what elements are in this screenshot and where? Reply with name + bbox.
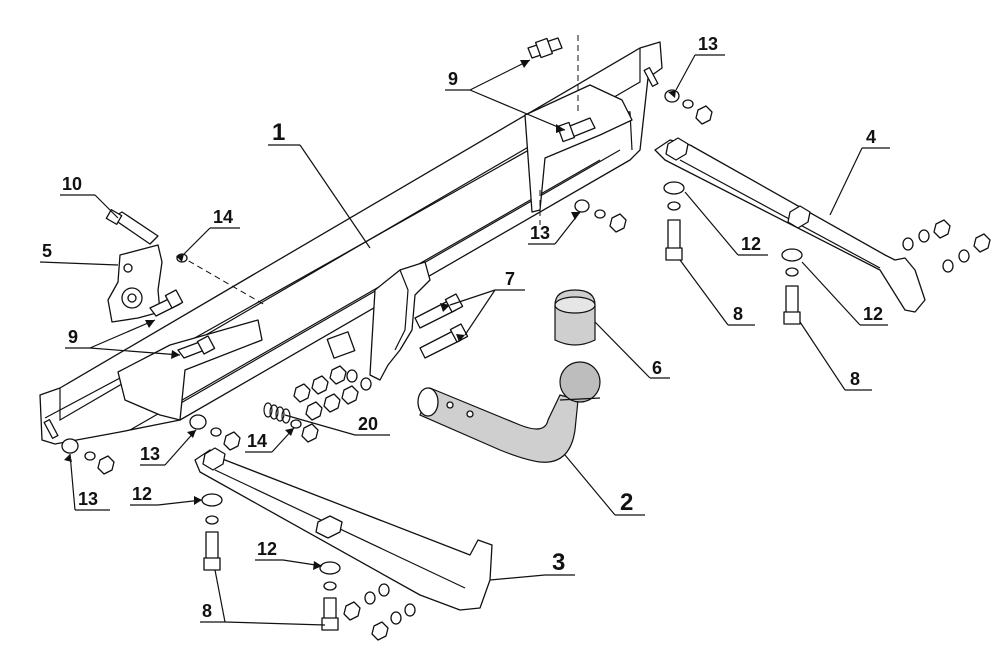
callout-10: 10 [62,174,82,194]
callout-8-right-top: 8 [733,304,743,324]
spring-and-nuts-20 [263,365,372,424]
tow-ball-2 [417,361,601,463]
bolt-10 [105,209,159,245]
callout-2: 2 [620,489,633,516]
washers-and-nuts [61,89,713,475]
callout-12-left-top: 12 [132,484,152,504]
bolts-8-left [201,493,416,641]
callout-13-top-right: 13 [698,34,718,54]
callout-8-right-bottom: 8 [850,369,860,389]
callout-9-left: 9 [68,327,78,347]
side-arm-3 [194,447,493,611]
ball-cover-6 [554,289,596,346]
bolts-7 [414,293,469,359]
callout-1: 1 [272,119,285,146]
callout-14-top: 14 [213,207,233,227]
bolts-9-right [527,37,596,143]
callout-13-left: 13 [140,444,160,464]
callout-13-far-left: 13 [78,489,98,509]
callouts: 1 2 3 4 5 6 7 8 8 8 9 9 10 12 12 12 12 1… [42,34,883,621]
callout-12-left-bottom: 12 [257,539,277,559]
callout-8-left: 8 [202,601,212,621]
callout-5: 5 [42,241,52,261]
callout-20: 20 [358,414,378,434]
callout-4: 4 [866,127,876,147]
callout-6: 6 [652,358,662,378]
mounting-plate-5 [107,244,163,323]
callout-12-right-top: 12 [741,234,761,254]
callout-13-middle: 13 [530,223,550,243]
arrowheads [64,60,676,570]
assembly-axis-left [179,255,266,306]
side-arm-4 [654,137,926,313]
bolts-9-left [149,289,216,359]
callout-14-bottom: 14 [247,431,267,451]
callout-12-right-bottom: 12 [863,304,883,324]
callout-3: 3 [552,549,565,576]
leader-lines [39,54,890,626]
callout-9-top: 9 [448,69,458,89]
bolts-8-right [663,181,991,325]
callout-7: 7 [505,269,515,289]
